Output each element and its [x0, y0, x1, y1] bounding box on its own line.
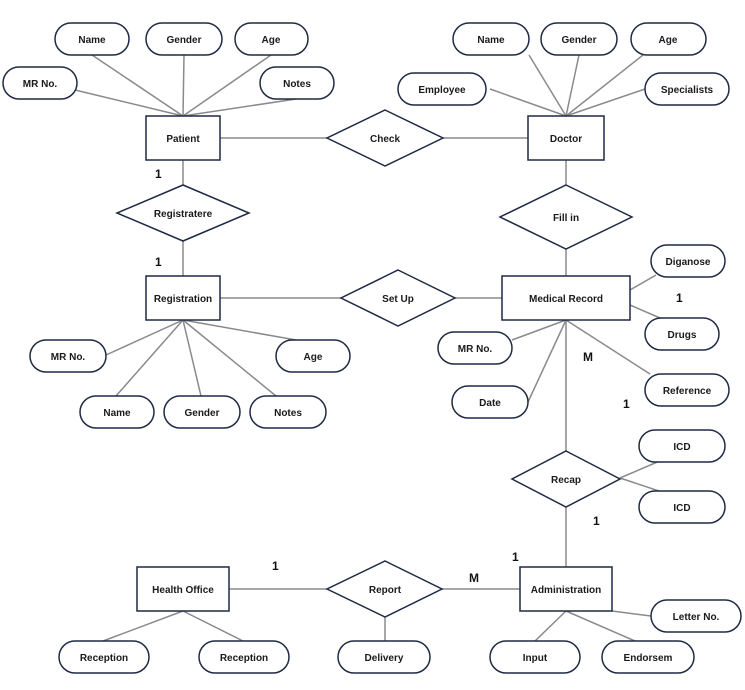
- shape-label: Gender: [166, 35, 201, 46]
- shape-label: Set Up: [382, 294, 414, 305]
- attribute-registration-age: Age: [275, 339, 351, 373]
- shape-label: Name: [78, 35, 106, 46]
- attribute-office-reception-2: Reception: [198, 640, 290, 674]
- attribute-registration-gender: Gender: [163, 395, 241, 429]
- shape-label: Fill in: [553, 213, 579, 224]
- shape-label: Registratere: [154, 209, 213, 220]
- attribute-admin-endorsem: Endorsem: [601, 640, 695, 674]
- relationship-fill-in: Fill in: [498, 184, 634, 250]
- attribute-doctor-age: Age: [630, 22, 707, 56]
- attribute-record-diganose: Diganose: [650, 244, 726, 278]
- shape-label: Age: [659, 35, 678, 46]
- shape-label: MR No.: [458, 344, 493, 355]
- shape-label: MR No.: [51, 352, 86, 363]
- attribute-recap-icd-2: ICD: [638, 490, 726, 524]
- attribute-registration-mr-no: MR No.: [29, 339, 107, 373]
- shape-label: Date: [479, 398, 501, 409]
- attribute-patient-age: Age: [234, 22, 309, 56]
- connector-lines: [74, 54, 663, 642]
- shape-label: Medical Record: [529, 294, 603, 305]
- shape-label: Health Office: [152, 585, 214, 596]
- relationship-recap: Recap: [510, 450, 622, 508]
- attribute-patient-gender: Gender: [145, 22, 223, 56]
- shape-label: Patient: [166, 134, 200, 145]
- attribute-record-mr-no: MR No.: [437, 331, 513, 365]
- attribute-record-drugs: Drugs: [644, 317, 720, 351]
- cardinality-record-drugs: 1: [676, 291, 683, 305]
- attribute-doctor-specialists: Specialists: [644, 72, 730, 106]
- entity-doctor: Doctor: [527, 115, 605, 161]
- attribute-report-delivery: Delivery: [337, 640, 431, 674]
- entity-registration: Registration: [145, 275, 221, 321]
- cardinality-record-reference: 1: [623, 397, 630, 411]
- attribute-doctor-employee: Employee: [397, 72, 487, 106]
- attribute-doctor-gender: Gender: [540, 22, 618, 56]
- relationship-report: Report: [325, 560, 444, 618]
- attribute-admin-letter-no: Letter No.: [650, 599, 742, 633]
- shape-label: Letter No.: [673, 612, 720, 623]
- shape-label: Input: [523, 653, 548, 664]
- attribute-doctor-name: Name: [452, 22, 530, 56]
- entity-administration: Administration: [519, 566, 613, 612]
- shape-label: Administration: [531, 585, 602, 596]
- attribute-patient-mr-no: MR No.: [2, 66, 78, 100]
- entity-medical-record: Medical Record: [501, 275, 631, 321]
- attribute-admin-input: Input: [489, 640, 581, 674]
- shape-label: Recap: [551, 475, 581, 486]
- relationship-registratere: Registratere: [115, 184, 251, 242]
- entity-health-office: Health Office: [136, 566, 230, 612]
- shape-label: Notes: [274, 408, 302, 419]
- shape-label: Notes: [283, 79, 311, 90]
- cardinality-recap-admin: 1: [593, 514, 600, 528]
- shape-label: Report: [369, 585, 402, 596]
- shape-label: Registration: [154, 294, 212, 305]
- cardinality-admin-report: M: [469, 571, 479, 585]
- shape-label: Reception: [220, 653, 268, 664]
- shape-label: Name: [103, 408, 131, 419]
- cardinality-office-report: 1: [272, 559, 279, 573]
- attribute-office-reception-1: Reception: [58, 640, 150, 674]
- attribute-patient-name: Name: [54, 22, 130, 56]
- shape-label: Check: [370, 134, 400, 145]
- shape-label: MR No.: [23, 79, 58, 90]
- shape-label: ICD: [673, 503, 690, 514]
- attribute-registration-notes: Notes: [249, 395, 327, 429]
- attribute-record-date: Date: [451, 385, 529, 419]
- attribute-registration-name: Name: [79, 395, 155, 429]
- attribute-patient-notes: Notes: [259, 66, 335, 100]
- shape-label: Age: [304, 352, 323, 363]
- shape-label: Employee: [418, 85, 466, 96]
- shape-label: Reception: [80, 653, 128, 664]
- shape-label: ICD: [673, 442, 690, 453]
- entity-patient: Patient: [145, 115, 221, 161]
- shape-label: Name: [477, 35, 505, 46]
- shape-label: Age: [262, 35, 281, 46]
- shape-label: Gender: [184, 408, 219, 419]
- cardinality-registration-registratere: 1: [155, 255, 162, 269]
- cardinality-admin-recap: 1: [512, 550, 519, 564]
- shape-label: Delivery: [365, 653, 404, 664]
- shape-label: Drugs: [668, 330, 697, 341]
- shape-label: Reference: [663, 386, 712, 397]
- cardinality-record-recap: M: [583, 350, 593, 364]
- shape-label: Endorsem: [624, 653, 673, 664]
- attribute-record-reference: Reference: [644, 373, 730, 407]
- shape-label: Gender: [561, 35, 596, 46]
- relationship-check: Check: [325, 109, 445, 167]
- shape-label: Diganose: [665, 257, 710, 268]
- shape-label: Specialists: [661, 85, 714, 96]
- attribute-recap-icd-1: ICD: [638, 429, 726, 463]
- cardinality-patient-registratere: 1: [155, 167, 162, 181]
- relationship-set-up: Set Up: [339, 269, 457, 327]
- shape-label: Doctor: [550, 134, 582, 145]
